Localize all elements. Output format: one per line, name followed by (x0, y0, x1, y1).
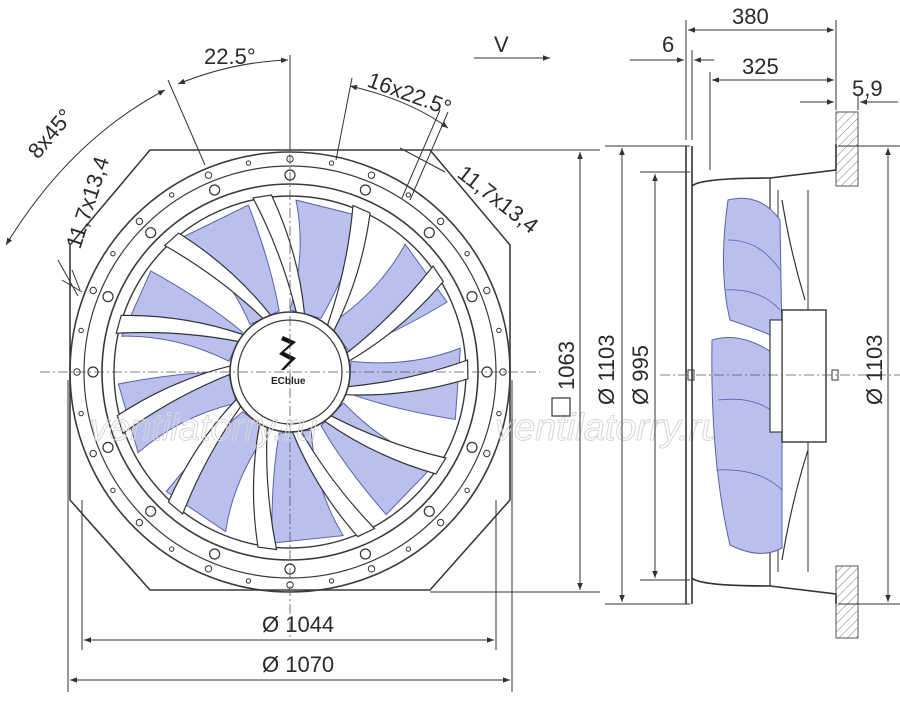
dim-dia-1070: Ø 1070 (262, 652, 334, 677)
outer-hole (496, 410, 502, 417)
watermark-right: ventilatorry.ru (495, 407, 722, 449)
inner-hole (359, 548, 371, 560)
outer-hole (135, 518, 144, 527)
angle-dims (5, 55, 449, 297)
dim-holes-outer: 16x22.5° (364, 67, 454, 120)
side-blade-bottom (711, 337, 783, 554)
blade (117, 371, 237, 454)
dim-dia-1103-side: Ø 1103 (862, 334, 887, 405)
inner-hole (209, 548, 221, 560)
outer-hole (245, 160, 252, 166)
motor-shaft (769, 319, 783, 433)
strut (252, 194, 306, 315)
strut (115, 314, 245, 343)
strut (346, 264, 445, 362)
strut (344, 359, 469, 396)
side-view: 380 325 6 5,9 Ø 1103 (630, 4, 900, 639)
outer-hole (436, 217, 445, 226)
dim-depth-325: 325 (742, 54, 779, 79)
inner-hole (102, 291, 114, 303)
outer-holes (73, 155, 507, 589)
strut (291, 430, 376, 538)
strut (326, 204, 371, 332)
outer-hole (464, 250, 470, 257)
strut (167, 398, 242, 515)
motor-body (781, 309, 827, 443)
outer-hole (204, 565, 213, 573)
strut (116, 365, 231, 435)
square-symbol (551, 397, 571, 417)
inner-hole (423, 227, 435, 239)
front-vertical-dims (430, 145, 690, 605)
dim-flange-6: 6 (662, 32, 674, 57)
ecblue-logo: ECblue (271, 336, 306, 387)
inner-hole (359, 184, 371, 196)
front-view: ECblue ventilatorry.ru ventilatorry.ru 2… (5, 32, 723, 692)
bottom-dims (67, 380, 513, 692)
side-top-dims (630, 20, 900, 605)
outer-hole (328, 578, 335, 584)
outer-hole (168, 546, 175, 552)
strut (163, 232, 272, 320)
motor-struts (115, 194, 469, 551)
inner-hole (145, 505, 157, 517)
dim-dia-1044: Ø 1044 (262, 612, 334, 637)
inner-hole (145, 227, 157, 239)
side-blade-top (722, 197, 783, 341)
strut (323, 415, 447, 475)
dim-holes-inner: 8x45° (23, 104, 78, 163)
outer-hole (328, 160, 335, 166)
outer-hole (89, 449, 97, 458)
inner-hole (466, 291, 478, 303)
outer-hole (110, 487, 116, 494)
wall-top (835, 111, 859, 187)
outer-hole (135, 217, 144, 226)
dim-slot-right: 11,7x13,4 (453, 160, 543, 238)
inner-hole (209, 184, 221, 196)
outer-hole (78, 410, 84, 417)
outer-hole (89, 286, 97, 295)
logo-text: ECblue (271, 376, 306, 387)
strut (252, 422, 278, 551)
housing-outline (69, 149, 511, 591)
outer-hole (405, 546, 412, 552)
outer-hole (110, 250, 116, 257)
outer-hole (496, 327, 502, 334)
wall-bottom (835, 565, 859, 639)
outer-hole (367, 171, 376, 179)
outer-hole (78, 327, 84, 334)
outer-hole (405, 192, 412, 198)
watermark-left: ventilatorry.ru (90, 407, 317, 449)
outer-hole (464, 487, 470, 494)
outer-hole (483, 449, 491, 458)
dim-dia-995: Ø 995 (628, 345, 653, 405)
inner-hole (423, 505, 435, 517)
dim-wall-59: 5,9 (852, 76, 883, 101)
impeller-blades (117, 199, 461, 544)
outer-hole (245, 578, 252, 584)
dim-dia-1103-front: Ø 1103 (594, 334, 619, 405)
outer-hole (436, 518, 445, 527)
outer-hole (483, 286, 491, 295)
dim-depth-380: 380 (732, 4, 769, 29)
dim-angle-pitch: 22.5° (204, 44, 256, 69)
inner-hole (466, 441, 478, 453)
outer-hole (204, 171, 213, 179)
inner-hole (102, 441, 114, 453)
dim-square-1063: 1063 (554, 341, 579, 390)
flow-symbol: V (494, 32, 509, 57)
outer-hole (168, 192, 175, 198)
outer-hole (367, 565, 376, 573)
blade (121, 270, 244, 362)
